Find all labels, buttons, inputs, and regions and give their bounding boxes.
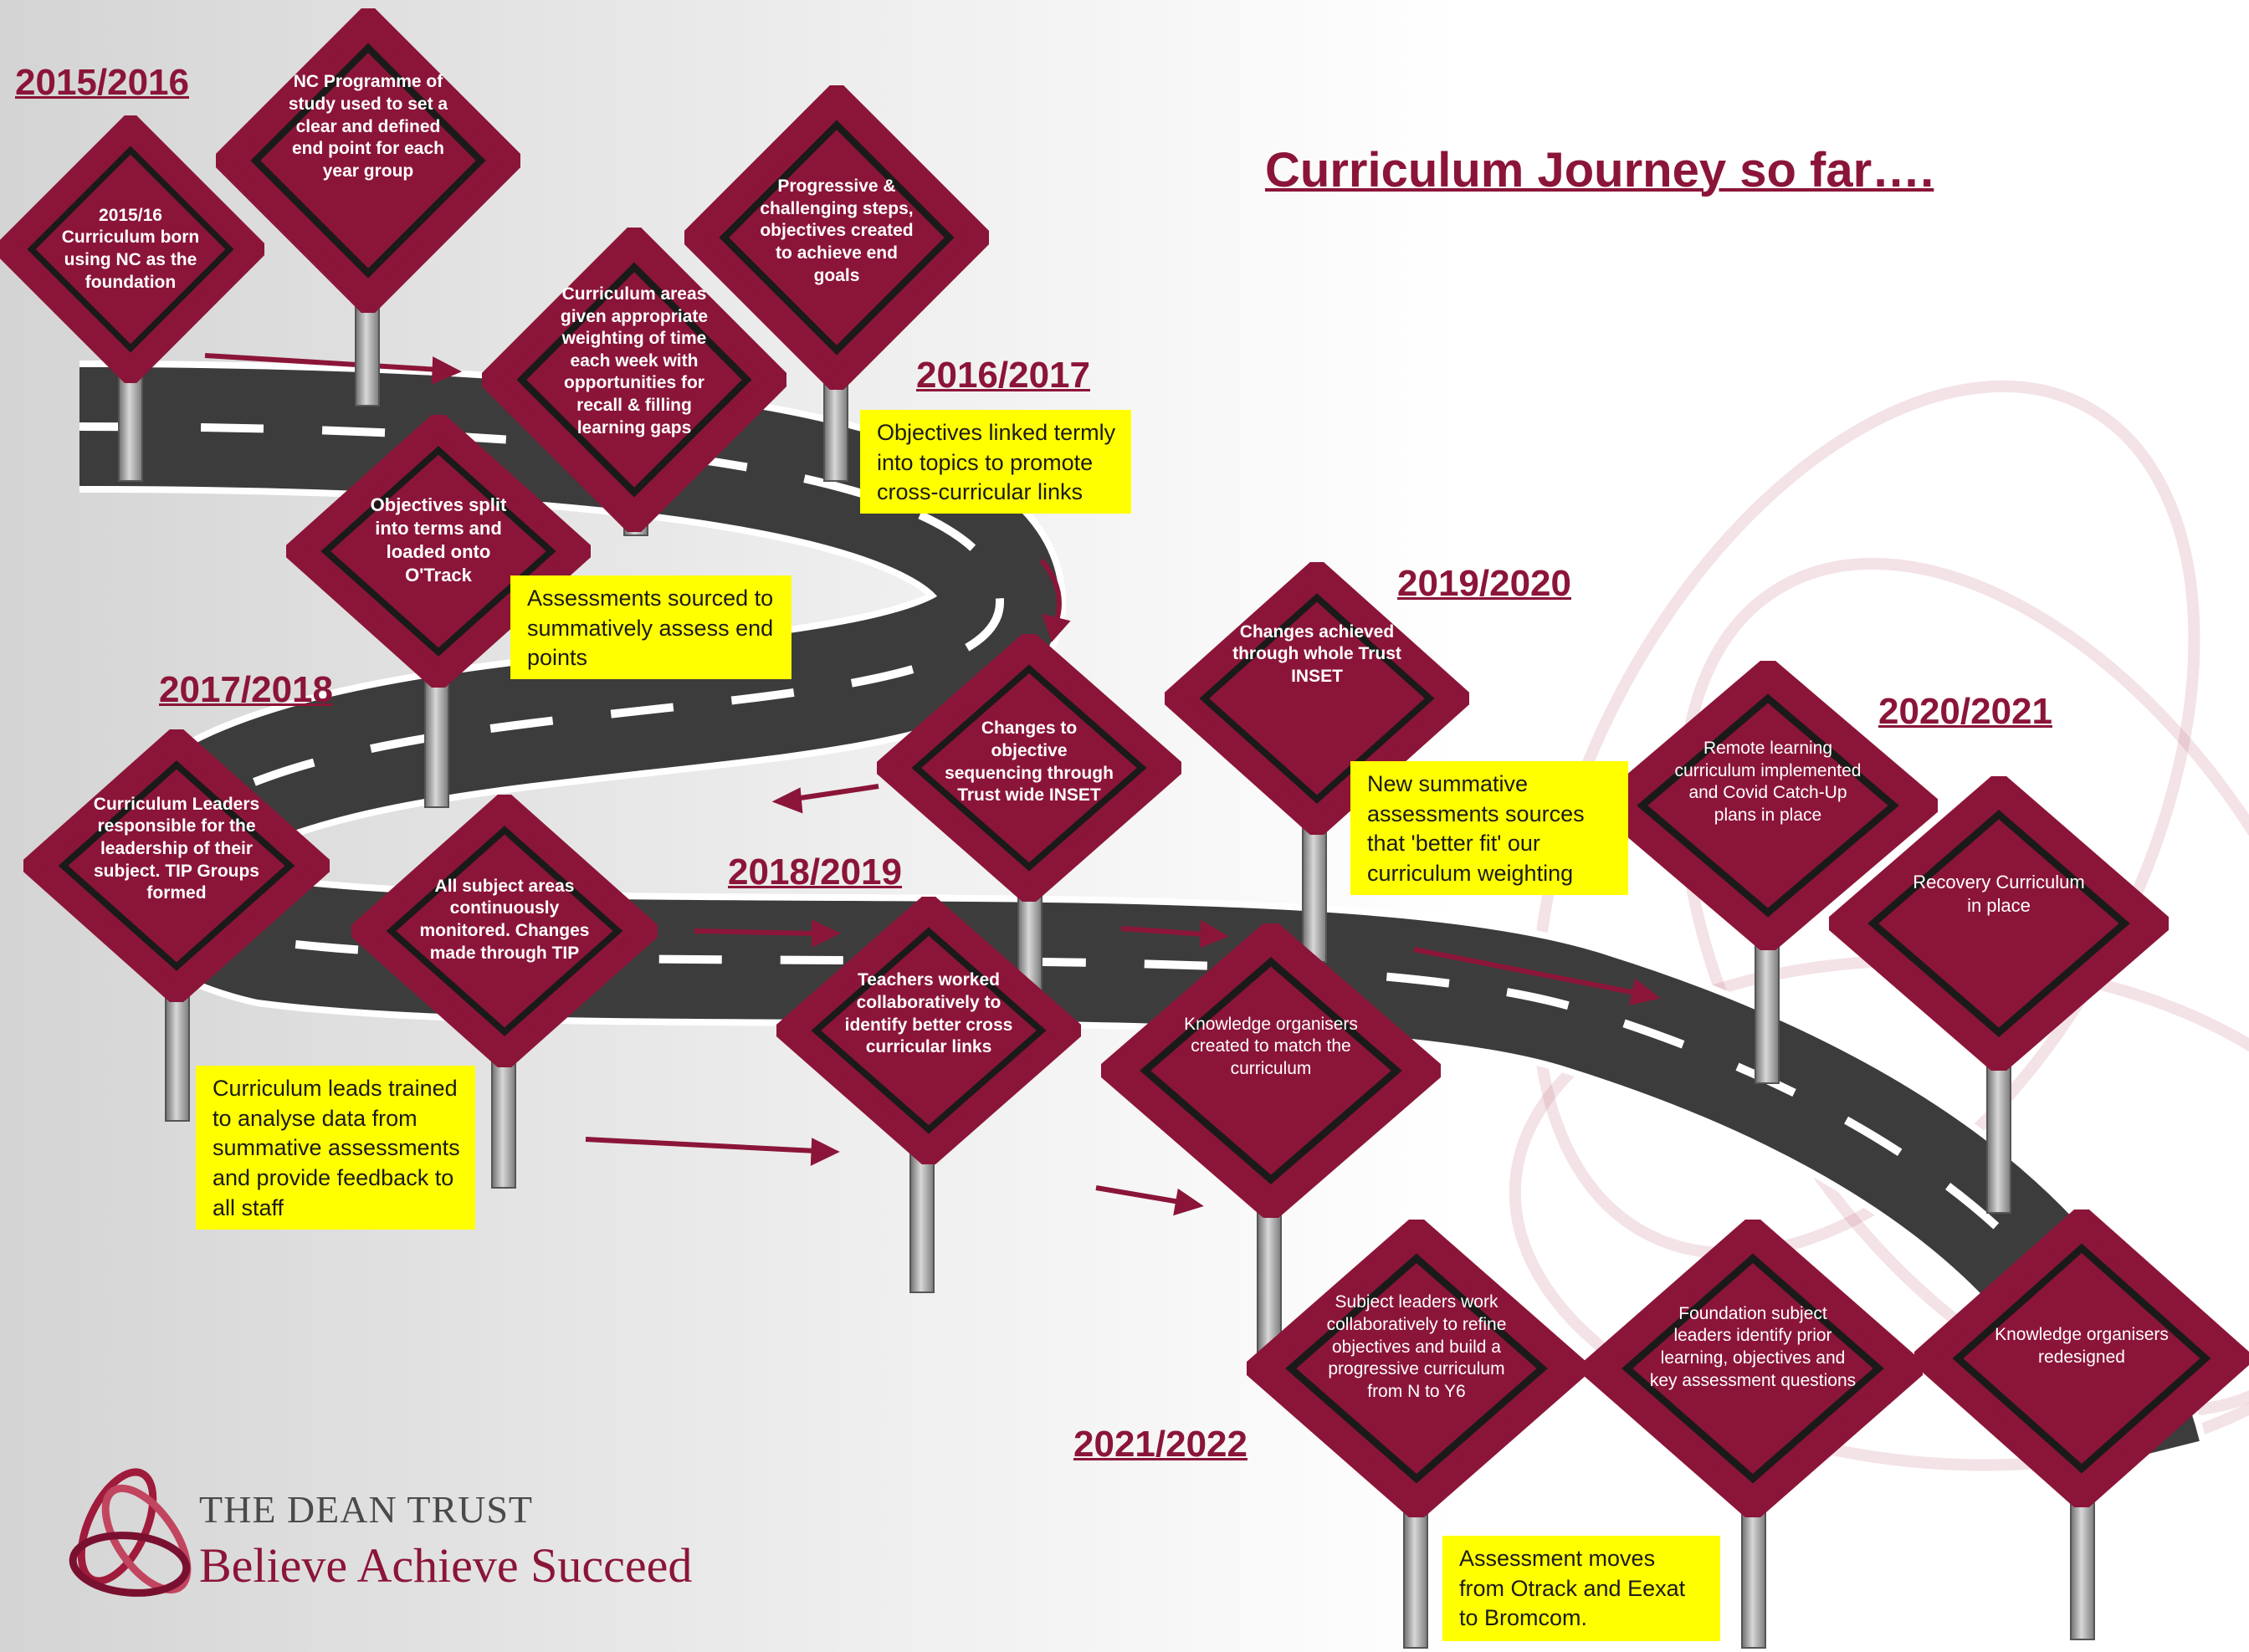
page-title: Curriculum Journey so far…. xyxy=(1265,143,1934,197)
sign-text: Curriculum Leaders responsible for the l… xyxy=(93,794,260,903)
sign-text: Remote learning curriculum implemented a… xyxy=(1674,739,1862,825)
diamond-sign-icon xyxy=(877,634,1181,902)
sign-text: 2015/16 Curriculum born using NC as the … xyxy=(61,205,200,292)
diamond-sign-icon xyxy=(776,897,1081,1164)
milestone-sign: NC Programme of study used to set a clea… xyxy=(216,8,520,313)
sign-text: Knowledge organisers redesigned xyxy=(1995,1325,2169,1367)
year-label-2018-2019: 2018/2019 xyxy=(728,852,902,892)
year-label-2017-2018: 2017/2018 xyxy=(159,669,333,710)
diamond-sign-icon xyxy=(1829,776,2169,1071)
diamond-sign-icon xyxy=(482,228,786,532)
sign-text: Curriculum areas given appropriate weigh… xyxy=(560,284,709,437)
milestone-sign: 2015/16 Curriculum born using NC as the … xyxy=(0,115,264,383)
milestone-sign: All subject areas continuously monitored… xyxy=(351,795,658,1067)
yellow-note: New summative assessments sources that '… xyxy=(1350,761,1628,895)
milestone-sign: Subject leaders work collaboratively to … xyxy=(1247,1220,1586,1517)
milestone-sign: Recovery Curriculum in place xyxy=(1829,776,2169,1071)
sign-text: NC Programme of study used to set a clea… xyxy=(288,72,448,181)
year-label-2019-2020: 2019/2020 xyxy=(1397,563,1571,604)
diamond-sign-icon xyxy=(1583,1220,1923,1517)
yellow-note: Assessments sourced to summatively asses… xyxy=(510,575,792,679)
milestone-sign: Teachers worked collaboratively to ident… xyxy=(776,897,1081,1164)
milestone-sign: Progressive & challenging steps, objecti… xyxy=(684,85,989,390)
milestone-sign: Remote learning curriculum implemented a… xyxy=(1598,661,1938,950)
milestone-sign: Curriculum Leaders responsible for the l… xyxy=(23,729,330,1002)
year-label-2015-2016: 2015/2016 xyxy=(15,62,189,103)
sign-text: Changes achieved through whole Trust INS… xyxy=(1232,621,1401,687)
milestone-sign: Knowledge organisers redesigned xyxy=(1914,1210,2249,1507)
sign-text: All subject areas continuously monitored… xyxy=(419,876,590,963)
diamond-sign-icon xyxy=(1914,1210,2249,1507)
milestone-sign: Curriculum areas given appropriate weigh… xyxy=(482,228,786,532)
diamond-sign-icon xyxy=(351,795,658,1067)
sign-text: Progressive & challenging steps, objecti… xyxy=(760,176,914,285)
dean-trust-knot-logo-icon xyxy=(69,1468,192,1597)
sign-text: Subject leaders work collaboratively to … xyxy=(1326,1292,1507,1402)
sign-text: Teachers worked collaboratively to ident… xyxy=(844,970,1013,1057)
yellow-note: Assessment moves from Otrack and Eexat t… xyxy=(1442,1536,1720,1641)
milestone-sign: Changes to objective sequencing through … xyxy=(877,634,1181,902)
diamond-sign-icon xyxy=(684,85,989,390)
sign-text: Knowledge organisers created to match th… xyxy=(1184,1014,1358,1079)
diamond-sign-icon xyxy=(23,729,330,1002)
sign-text: Foundation subject leaders identify prio… xyxy=(1649,1303,1857,1390)
year-label-2016-2017: 2016/2017 xyxy=(916,355,1090,396)
diamond-sign-icon xyxy=(1101,923,1441,1218)
logo-name: THE DEAN TRUST xyxy=(199,1488,534,1531)
year-label-2021-2022: 2021/2022 xyxy=(1073,1424,1247,1465)
diamond-sign-icon xyxy=(216,8,520,313)
diamond-sign-icon xyxy=(0,115,264,383)
milestone-sign: Foundation subject leaders identify prio… xyxy=(1583,1220,1923,1517)
year-label-2020-2021: 2020/2021 xyxy=(1878,691,2052,732)
yellow-note: Objectives linked termly into topics to … xyxy=(860,410,1131,514)
diamond-sign-icon xyxy=(1247,1220,1586,1517)
sign-text: Objectives split into terms and loaded o… xyxy=(370,494,507,586)
sign-text: Changes to objective sequencing through … xyxy=(945,719,1114,806)
diamond-sign-icon xyxy=(1598,661,1938,950)
yellow-note: Curriculum leads trained to analyse data… xyxy=(196,1066,475,1230)
sign-text: Recovery Curriculum in place xyxy=(1913,871,2085,916)
direction-arrows xyxy=(204,353,1661,1216)
logo-tagline: Believe Achieve Succeed xyxy=(199,1538,693,1593)
milestone-sign: Knowledge organisers created to match th… xyxy=(1101,923,1441,1218)
